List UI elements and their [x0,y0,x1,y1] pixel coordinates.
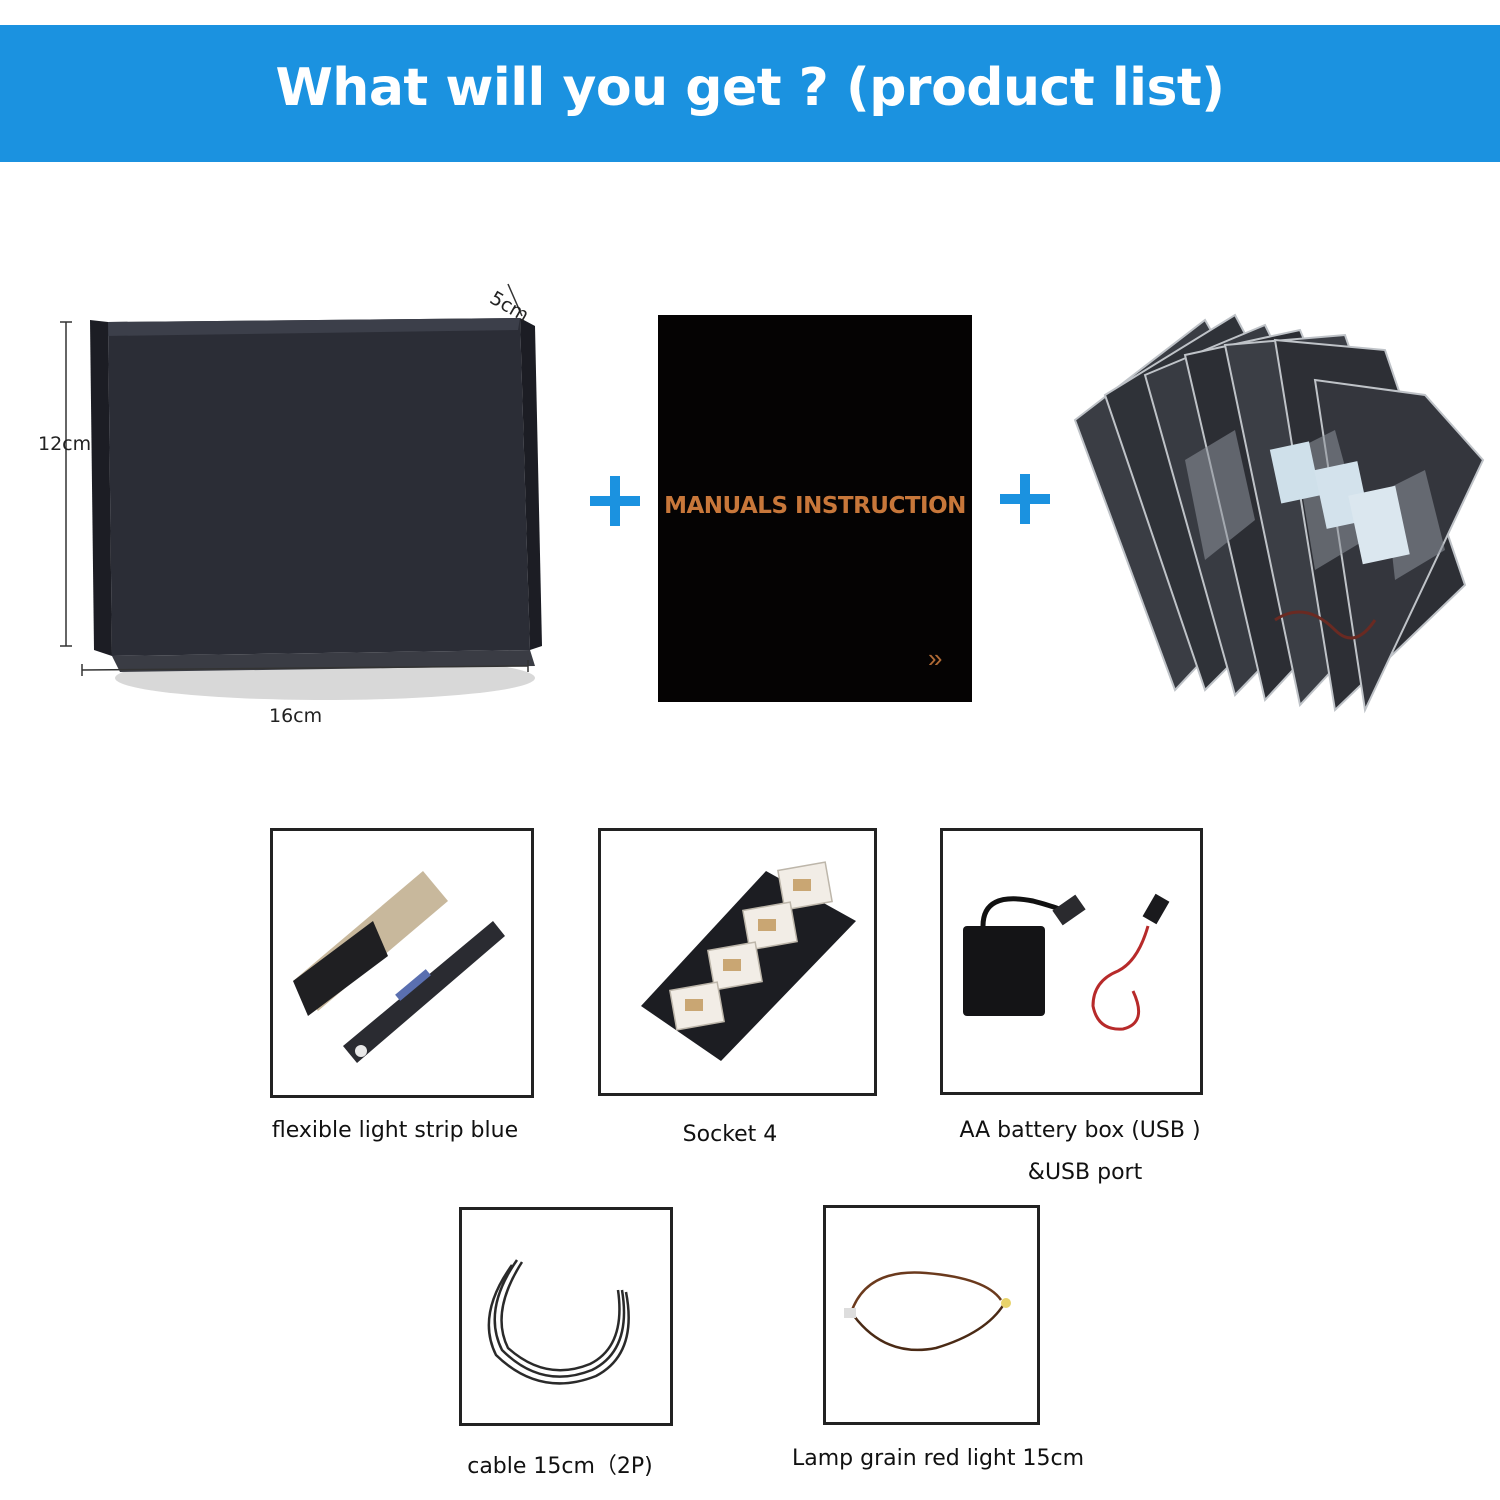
chevron-right-icon: » [928,643,943,673]
socket-caption: Socket 4 [682,1122,778,1147]
plus-icon [1000,474,1050,524]
plus-icon [590,476,640,526]
page-title: What will you get ? (product list) [275,58,1225,118]
header-banner [0,25,1500,162]
anti-static-bags-image [1073,313,1485,714]
cable-tile [459,1207,673,1426]
battery-box-caption: AA battery box (USB ) [959,1118,1201,1143]
manual-instruction-card: MANUALS INSTRUCTION » [658,315,972,702]
light-strip-tile [270,828,534,1098]
lamp-grain-caption: Lamp grain red light 15cm [792,1446,1084,1471]
battery-box-icon [963,893,1170,1031]
socket-tile [598,828,877,1096]
box-height-label: 12cm [38,433,92,455]
light-strip-caption: flexible light strip blue [271,1118,519,1143]
lamp-grain-tile [823,1205,1040,1425]
light-strip-icon [293,871,505,1063]
cable-caption: cable 15cm（2P) [467,1454,653,1479]
product-box-image [60,283,542,700]
cable-icon [487,1259,630,1385]
manual-title: MANUALS INSTRUCTION [664,493,966,519]
battery-box-caption-line2: &USB port [1027,1160,1143,1185]
socket-board-icon [641,861,856,1061]
lamp-grain-icon [844,1271,1011,1352]
box-width-label: 16cm [269,705,323,727]
battery-box-tile [940,828,1203,1095]
